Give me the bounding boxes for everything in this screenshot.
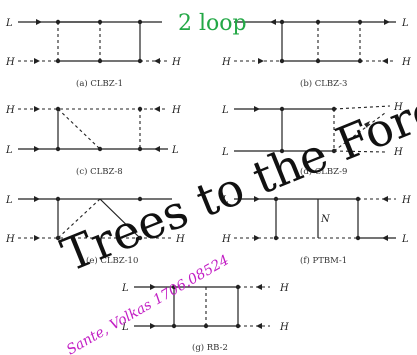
- label-h-left: H: [5, 234, 15, 245]
- label-l-left: L: [5, 18, 13, 29]
- caption-ptbm-1: (f) PTBM-1: [300, 255, 347, 266]
- diagram-rb-2: L H L H (g) RB-2: [121, 283, 289, 353]
- caption-rb-2: (g) RB-2: [192, 342, 228, 353]
- label-l-bottom-right: L: [171, 145, 179, 156]
- diagram-clbz-9: L H L H (d) CLBZ-9: [221, 102, 403, 177]
- diagram-clbz-1: L H H (a) CLBZ-1: [5, 18, 181, 89]
- diagram-clbz-10: L H H (e) CLBZ-10: [5, 195, 185, 266]
- caption-clbz-9: (d) CLBZ-9: [300, 166, 347, 177]
- label-h-left: H: [5, 57, 15, 68]
- label-l-left: L: [221, 195, 229, 206]
- caption-clbz-1: (a) CLBZ-1: [76, 78, 123, 89]
- label-h-right: H: [171, 57, 181, 68]
- label-l-left: L: [5, 195, 13, 206]
- overlay-title: 2 loop: [178, 11, 247, 36]
- label-h-left: H: [221, 234, 231, 245]
- label-h-bottom-right: H: [393, 147, 403, 158]
- label-h-top-right: H: [171, 105, 181, 116]
- label-h-top-right: H: [279, 283, 289, 294]
- label-h-top-right: H: [393, 102, 403, 113]
- diagram-ptbm-1: L H N H L (f) PTBM-1: [221, 195, 411, 266]
- label-h-right: H: [401, 57, 411, 68]
- label-n-internal: N: [320, 214, 331, 225]
- caption-clbz-8: (c) CLBZ-8: [76, 166, 123, 177]
- label-l-top-left: L: [121, 283, 129, 294]
- label-l-bottom-left: L: [221, 147, 229, 158]
- caption-clbz-3: (b) CLBZ-3: [300, 78, 347, 89]
- diagram-clbz-3: L H H (b) CLBZ-3: [221, 18, 411, 89]
- label-h-bottom-right: H: [279, 322, 289, 333]
- label-l-bottom-left: L: [121, 322, 129, 333]
- diagram-clbz-8: H H L L (c) CLBZ-8: [5, 105, 181, 177]
- label-h-right: H: [175, 234, 185, 245]
- label-h-right-top: H: [401, 195, 411, 206]
- label-h-top-left: H: [5, 105, 15, 116]
- label-l-right: L: [401, 18, 409, 29]
- label-l-right-bottom: L: [401, 234, 409, 245]
- label-l-bottom-left: L: [5, 145, 13, 156]
- caption-clbz-10: (e) CLBZ-10: [86, 255, 138, 266]
- label-l-top-left: L: [221, 105, 229, 116]
- label-h-left: H: [221, 57, 231, 68]
